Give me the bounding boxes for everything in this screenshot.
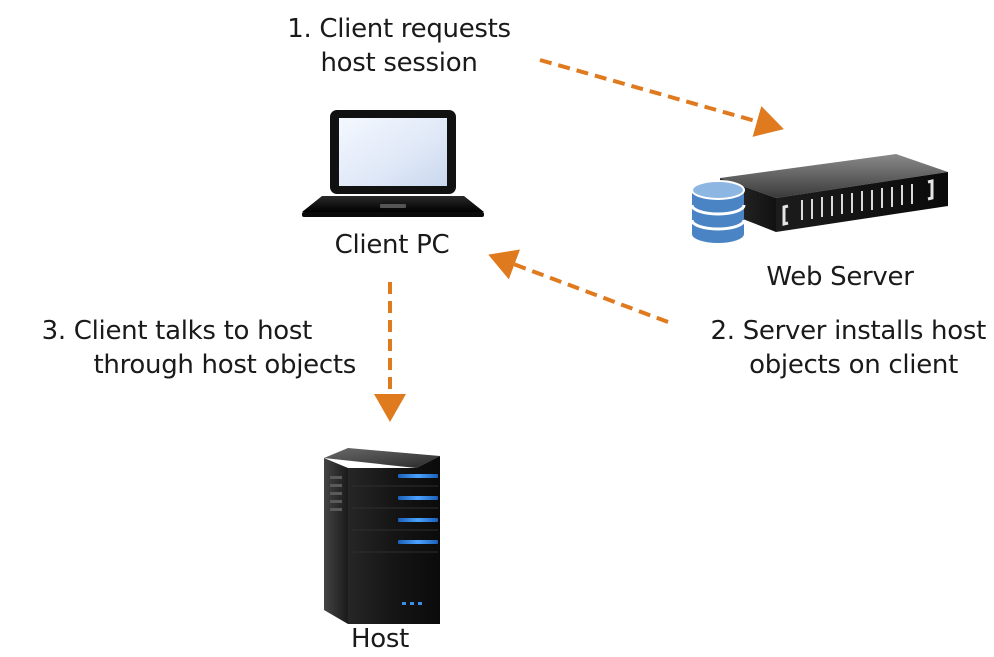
step1-label: 1. Client requests host session bbox=[254, 12, 544, 80]
step3-label: 3. Client talks to host through host obj… bbox=[6, 314, 357, 382]
step2-label: 2. Server installs host objects on clien… bbox=[640, 314, 987, 382]
host-label: Host bbox=[351, 624, 409, 654]
step1-line2: host session bbox=[320, 48, 478, 78]
step3-line2: through host objects bbox=[93, 350, 357, 380]
laptop-icon bbox=[302, 110, 484, 217]
step3-line1: 3. Client talks to host bbox=[41, 316, 313, 346]
step2-line1: 2. Server installs host bbox=[710, 316, 987, 346]
tower-server-icon bbox=[324, 448, 440, 624]
arrow-server-to-client bbox=[488, 249, 669, 324]
step2-line2: objects on client bbox=[749, 350, 958, 380]
web-server-label: Web Server bbox=[766, 262, 914, 292]
step1-line1: 1. Client requests bbox=[287, 14, 511, 44]
arrow-client-to-server bbox=[539, 58, 784, 137]
database-icon bbox=[690, 180, 746, 243]
client-pc-label: Client PC bbox=[334, 230, 450, 260]
rack-server-icon bbox=[690, 154, 948, 243]
